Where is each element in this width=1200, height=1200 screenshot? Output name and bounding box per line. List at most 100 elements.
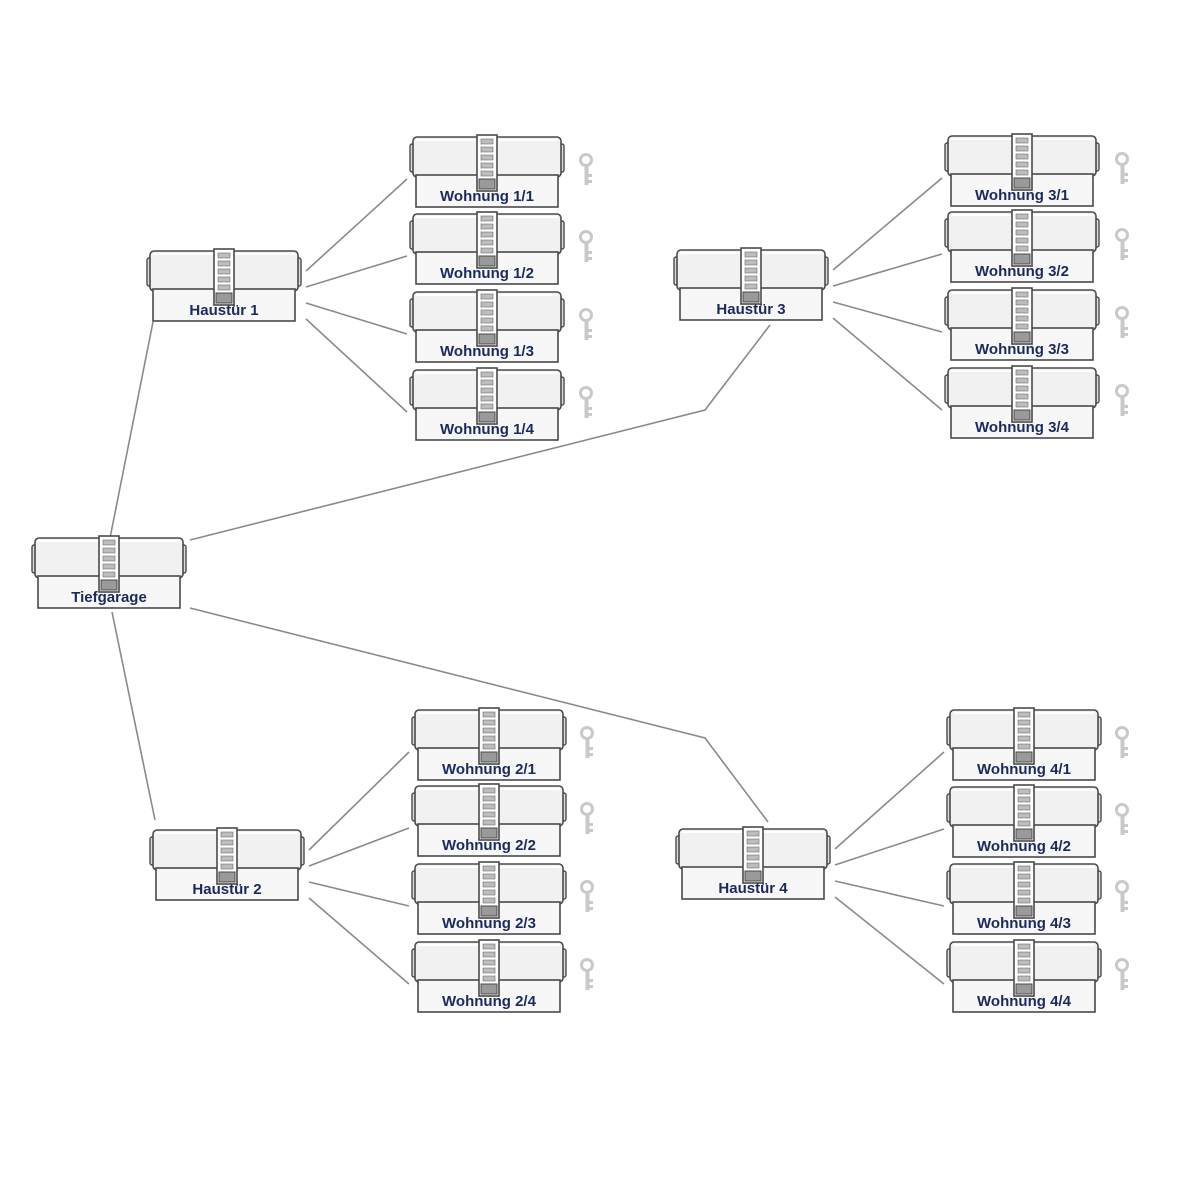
lock-cylinder-icon (675, 826, 831, 900)
cylinder-label: Haustür 2 (192, 881, 261, 898)
lock-cylinder-icon (146, 248, 302, 322)
trunk-connector (189, 324, 771, 541)
cylinder-label: Haustür 1 (189, 302, 258, 319)
key-icon (579, 308, 593, 340)
cylinder-label: Wohnung 4/2 (977, 838, 1071, 855)
cylinder-label: Wohnung 2/3 (442, 915, 536, 932)
key-icon (1115, 803, 1129, 835)
branch-connector (832, 253, 943, 287)
trunk-connector (111, 611, 156, 821)
lock-cylinder-icon (149, 827, 305, 901)
lock-cylinder-icon (411, 707, 567, 781)
cylinder-label: Wohnung 3/4 (975, 419, 1070, 436)
lock-cylinder-icon (409, 211, 565, 285)
cylinder-label: Wohnung 1/4 (440, 421, 535, 438)
branch-connector (834, 828, 945, 866)
branch-connector (305, 178, 408, 272)
cylinder-wohnung-2-3: Wohnung 2/3 (411, 861, 567, 935)
cylinder-wohnung-1-2: Wohnung 1/2 (409, 211, 565, 285)
cylinder-wohnung-1-1: Wohnung 1/1 (409, 134, 565, 208)
cylinder-label: Wohnung 2/2 (442, 837, 536, 854)
lock-cylinder-icon (944, 209, 1100, 283)
cylinder-label: Wohnung 1/2 (440, 265, 534, 282)
trunk-connector (109, 321, 154, 539)
lock-cylinder-icon (946, 707, 1102, 781)
cylinder-wohnung-4-2: Wohnung 4/2 (946, 784, 1102, 858)
cylinder-haustuer-1: Haustür 1 (146, 248, 302, 322)
key-icon (580, 802, 594, 834)
cylinder-haustuer-4: Haustür 4 (675, 826, 831, 900)
cylinder-wohnung-2-2: Wohnung 2/2 (411, 783, 567, 857)
branch-connector (308, 881, 410, 907)
lock-cylinder-icon (411, 861, 567, 935)
cylinder-label: Wohnung 2/4 (442, 993, 537, 1010)
lock-cylinder-icon (944, 133, 1100, 207)
cylinder-label: Wohnung 4/1 (977, 761, 1071, 778)
branch-connector (308, 751, 410, 851)
branch-connector (834, 751, 945, 850)
branch-connector (832, 301, 943, 333)
cylinder-label: Wohnung 2/1 (442, 761, 536, 778)
branch-connector (305, 302, 408, 335)
cylinder-wohnung-1-3: Wohnung 1/3 (409, 289, 565, 363)
cylinder-wohnung-3-4: Wohnung 3/4 (944, 365, 1100, 439)
key-icon (1115, 726, 1129, 758)
key-icon (579, 153, 593, 185)
cylinder-wohnung-3-3: Wohnung 3/3 (944, 287, 1100, 361)
cylinder-wohnung-3-1: Wohnung 3/1 (944, 133, 1100, 207)
branch-connector (305, 255, 408, 288)
lock-cylinder-icon (673, 247, 829, 321)
key-icon (1115, 880, 1129, 912)
lock-cylinder-icon (946, 784, 1102, 858)
cylinder-haustuer-2: Haustür 2 (149, 827, 305, 901)
cylinder-tiefgarage: Tiefgarage (31, 535, 187, 609)
cylinder-label: Wohnung 3/3 (975, 341, 1069, 358)
lock-cylinder-icon (411, 939, 567, 1013)
cylinder-label: Tiefgarage (71, 589, 147, 606)
cylinder-label: Wohnung 4/4 (977, 993, 1072, 1010)
lock-cylinder-icon (409, 134, 565, 208)
branch-connector (834, 896, 945, 985)
lock-cylinder-icon (944, 365, 1100, 439)
cylinder-wohnung-3-2: Wohnung 3/2 (944, 209, 1100, 283)
key-icon (580, 880, 594, 912)
branch-connector (308, 827, 410, 867)
cylinder-wohnung-4-4: Wohnung 4/4 (946, 939, 1102, 1013)
cylinder-wohnung-4-3: Wohnung 4/3 (946, 861, 1102, 935)
cylinder-label: Wohnung 3/1 (975, 187, 1069, 204)
key-icon (1115, 228, 1129, 260)
cylinder-wohnung-2-1: Wohnung 2/1 (411, 707, 567, 781)
trunk-connector (189, 607, 769, 823)
lock-cylinder-icon (409, 289, 565, 363)
key-icon (1115, 958, 1129, 990)
key-icon (579, 230, 593, 262)
key-icon (580, 726, 594, 758)
branch-connector (832, 177, 943, 271)
lock-cylinder-icon (411, 783, 567, 857)
key-icon (579, 386, 593, 418)
cylinder-label: Haustür 3 (716, 301, 785, 318)
branch-connector (832, 317, 943, 411)
key-icon (1115, 306, 1129, 338)
lock-cylinder-icon (409, 367, 565, 441)
cylinder-wohnung-2-4: Wohnung 2/4 (411, 939, 567, 1013)
cylinder-wohnung-4-1: Wohnung 4/1 (946, 707, 1102, 781)
cylinder-wohnung-1-4: Wohnung 1/4 (409, 367, 565, 441)
cylinder-label: Haustür 4 (718, 880, 788, 897)
lock-cylinder-icon (31, 535, 187, 609)
cylinder-haustuer-3: Haustür 3 (673, 247, 829, 321)
lock-cylinder-icon (944, 287, 1100, 361)
cylinder-label: Wohnung 3/2 (975, 263, 1069, 280)
key-icon (580, 958, 594, 990)
cylinder-label: Wohnung 4/3 (977, 915, 1071, 932)
cylinder-label: Wohnung 1/3 (440, 343, 534, 360)
branch-connector (308, 897, 410, 985)
branch-connector (305, 318, 408, 413)
lock-cylinder-icon (946, 861, 1102, 935)
branch-connector (834, 880, 945, 907)
connectors (109, 177, 945, 985)
key-icon (1115, 152, 1129, 184)
